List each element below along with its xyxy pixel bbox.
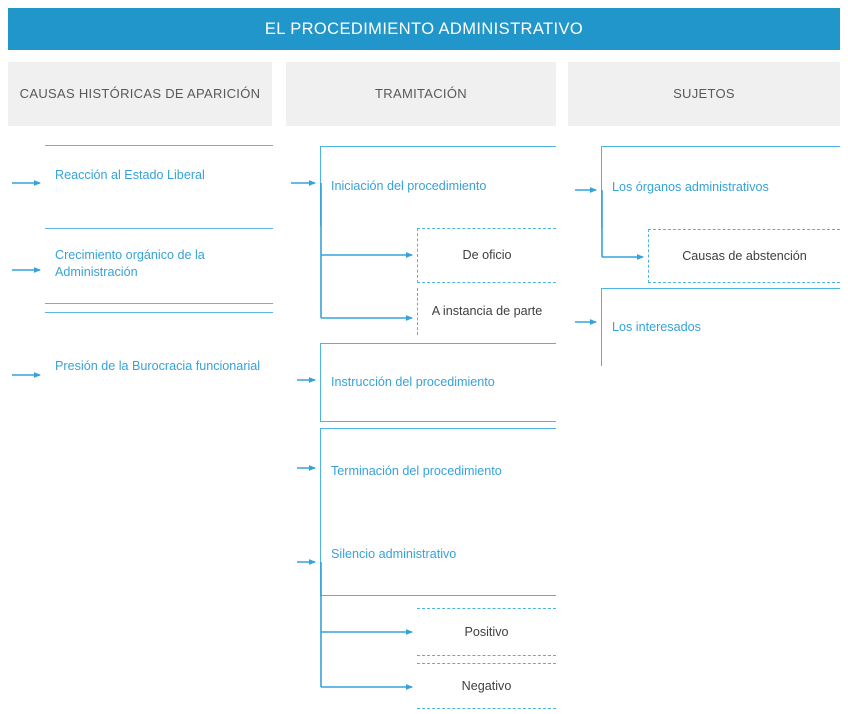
- node-label: Causas de abstención: [682, 248, 807, 263]
- node-iniciacion-procedimiento[interactable]: Iniciación del procedimiento: [320, 146, 556, 226]
- node-label: Los órganos administrativos: [612, 180, 769, 194]
- node-de-oficio[interactable]: De oficio: [417, 228, 556, 283]
- divider-causas-3: [45, 303, 273, 304]
- node-label: Presión de la Burocracia funcionarial: [55, 358, 261, 373]
- node-label: Crecimiento orgánico de la Administració…: [55, 248, 205, 279]
- node-los-interesados[interactable]: Los interesados: [601, 288, 840, 366]
- node-silencio-administrativo[interactable]: Silencio administrativo: [320, 513, 556, 596]
- node-label: Instrucción del procedimiento: [331, 375, 495, 389]
- node-organos-administrativos[interactable]: Los órganos administrativos: [601, 146, 840, 228]
- divider-causas-1: [45, 145, 273, 146]
- diagram-title: EL PROCEDIMIENTO ADMINISTRATIVO: [8, 8, 840, 50]
- node-negativo[interactable]: Negativo: [417, 663, 556, 709]
- node-label: Reacción al Estado Liberal: [55, 167, 205, 182]
- node-label: Negativo: [461, 678, 512, 693]
- node-reaccion-estado-liberal[interactable]: Reacción al Estado Liberal: [45, 152, 273, 198]
- column-header-tramitacion: TRAMITACIÓN: [286, 62, 556, 126]
- node-label: Los interesados: [612, 320, 701, 334]
- node-presion-burocracia[interactable]: Presión de la Burocracia funcionarial: [45, 340, 273, 392]
- divider-causas-4: [45, 312, 273, 313]
- node-crecimiento-organico[interactable]: Crecimiento orgánico de la Administració…: [45, 238, 273, 290]
- node-label: Positivo: [464, 624, 509, 639]
- node-label: Terminación del procedimiento: [331, 463, 502, 478]
- node-positivo[interactable]: Positivo: [417, 608, 556, 656]
- node-label: A instancia de parte: [431, 304, 543, 318]
- node-label: Silencio administrativo: [331, 546, 457, 561]
- node-a-instancia-de-parte[interactable]: A instancia de parte: [417, 288, 556, 335]
- node-label: Iniciación del procedimiento: [331, 179, 487, 193]
- column-header-sujetos: SUJETOS: [568, 62, 840, 126]
- node-terminacion-procedimiento[interactable]: Terminación del procedimiento: [320, 428, 556, 513]
- column-header-causas: CAUSAS HISTÓRICAS DE APARICIÓN: [8, 62, 272, 126]
- node-instruccion-procedimiento[interactable]: Instrucción del procedimiento: [320, 343, 556, 422]
- node-causas-abstencion[interactable]: Causas de abstención: [648, 229, 840, 283]
- node-label: De oficio: [462, 248, 512, 262]
- divider-causas-2: [45, 228, 273, 229]
